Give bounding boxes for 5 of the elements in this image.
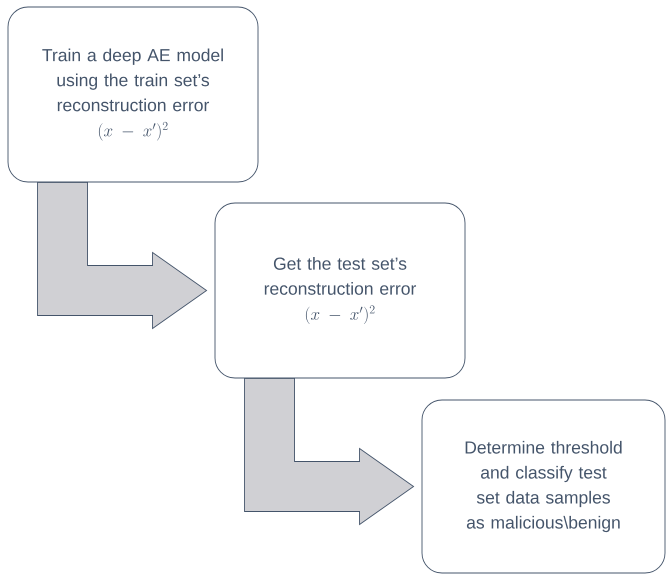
block-arrow	[244, 378, 414, 526]
process-box: Train a deep AE model using the train set’s reconstruction error $(x-x')^2$	[8, 6, 258, 182]
process-box: Determine threshold and classify test set data samples as malicious\benign	[422, 400, 666, 574]
block-arrow	[37, 182, 208, 330]
process-box: Get the test set’s reconstruction error $(x-x')^2$	[214, 202, 466, 378]
